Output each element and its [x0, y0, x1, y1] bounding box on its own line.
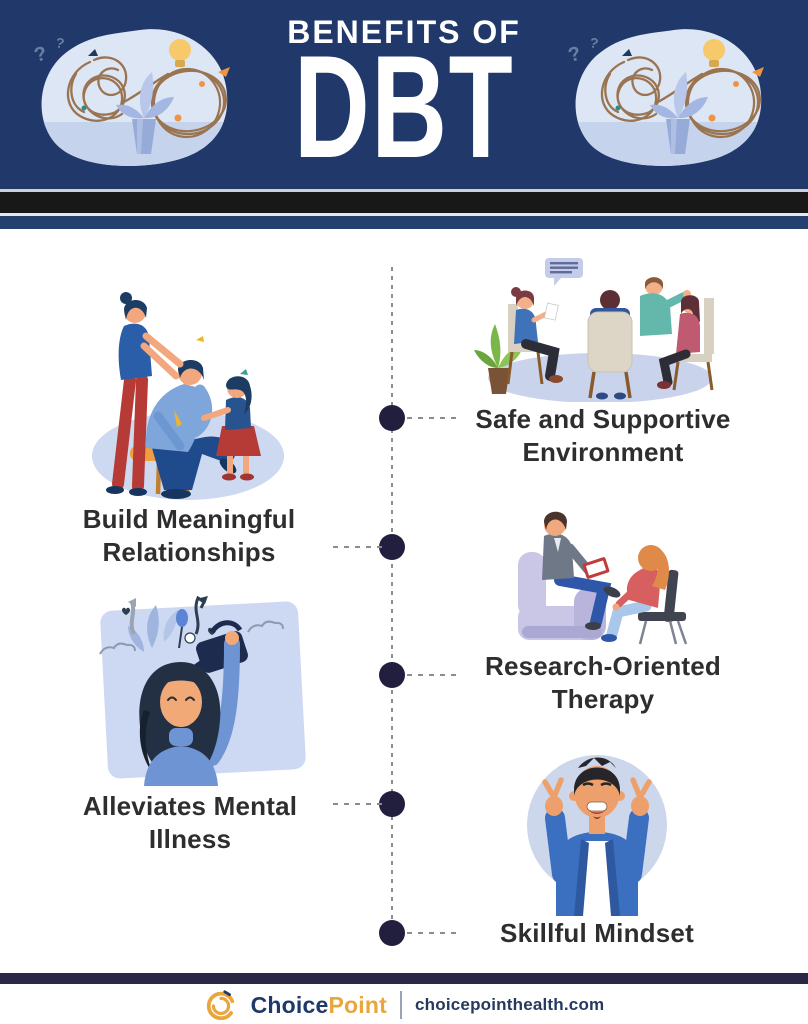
brain-illustration-right — [562, 20, 787, 172]
brain-illustration-left — [28, 20, 253, 172]
timeline-connector-3 — [407, 674, 459, 676]
timeline-node-1 — [379, 405, 405, 431]
brand-name-point: Point — [328, 991, 388, 1018]
therapy-session-illustration — [518, 511, 688, 645]
choicepoint-logo-icon — [206, 990, 235, 1021]
timeline-connector-4 — [333, 803, 385, 805]
brand-name: ChoicePoint — [251, 992, 387, 1019]
separator-light-top — [0, 189, 808, 192]
timeline-node-3 — [379, 662, 405, 688]
timeline-dashed-line — [391, 267, 393, 950]
footer-brand-row: ChoicePoint choicepointhealth.com — [0, 986, 808, 1024]
timeline-connector-1 — [407, 417, 459, 419]
family-support-illustration — [92, 292, 284, 500]
footer-navy-bar — [0, 973, 808, 984]
website-text: choicepointhealth.com — [415, 995, 605, 1014]
footer-divider — [400, 991, 403, 1019]
benefit-label-skillful-mindset: Skillful Mindset — [500, 918, 694, 948]
benefit-label-research-therapy: Research-Oriented Therapy — [484, 651, 722, 715]
page-title-line1: BENEFITS OF — [287, 14, 521, 50]
timeline-connector-2 — [333, 546, 385, 548]
brand-name-choice: Choice — [250, 991, 329, 1018]
group-therapy-illustration — [474, 258, 714, 402]
page-title-line2: DBT — [293, 25, 515, 188]
separator-light-bottom — [0, 213, 808, 216]
benefit-label-alleviates-illness: Alleviates Mental Illness — [82, 791, 298, 855]
benefit-label-safe-environment: Safe and Supportive Environment — [475, 404, 731, 468]
timeline-node-5 — [379, 920, 405, 946]
timeline-connector-5 — [407, 932, 459, 934]
benefit-label-build-relationships: Build Meaningful Relationships — [82, 504, 296, 568]
crossed-fingers-illustration — [527, 755, 667, 916]
separator-black-bar — [0, 192, 808, 213]
watering-mind-illustration — [99, 595, 306, 786]
separator-navy-bar — [0, 216, 808, 229]
header-banner: BENEFITS OF DBT — [0, 0, 808, 190]
